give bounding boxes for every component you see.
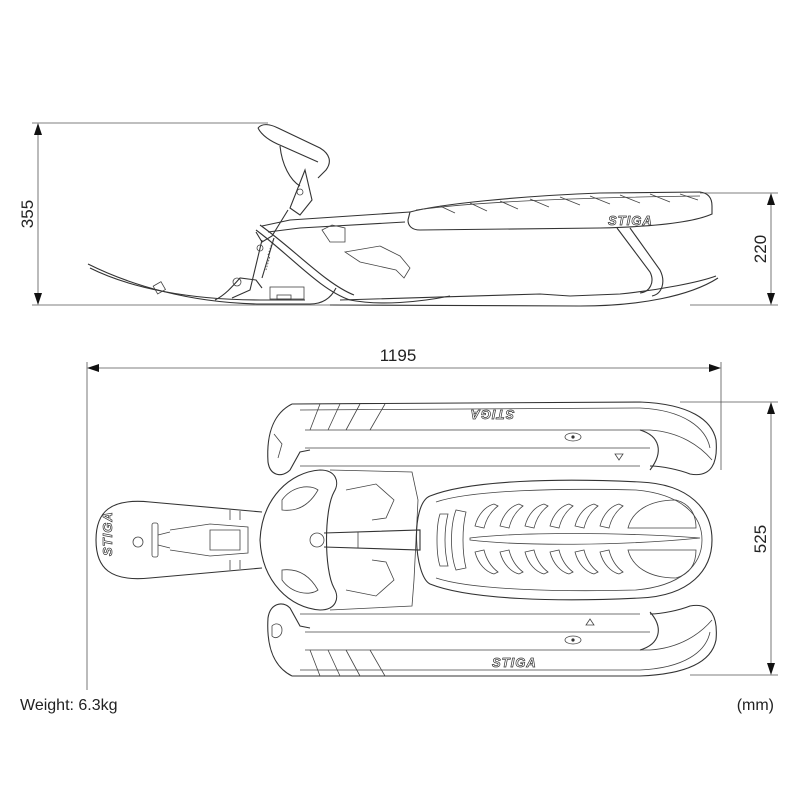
rear-runner [329,227,719,307]
arrow-right-icon [709,364,721,372]
frame-rail [255,211,451,304]
lower-runner: STIGA [267,603,717,677]
weight-info: Weight: 6.3kg [20,697,118,715]
upper-runner: STIGA [267,401,717,476]
dimension-seat-height: 220 [690,192,778,306]
arrow-down-icon [767,663,775,675]
arrow-up-icon [767,193,775,205]
weight-value: 6.3kg [78,697,118,714]
seat-body: STIGA [407,191,713,231]
front-ski [87,263,337,305]
units-label: (mm) [736,697,774,714]
steering-wheel-top [259,469,338,611]
height-220-label: 220 [751,235,770,263]
dimension-overall-height: 355 [18,122,330,306]
seat-pad-top [415,479,713,601]
side-view: 355 220 [18,122,778,307]
arrow-up-icon [767,402,775,414]
arrow-down-icon [34,293,42,305]
height-355-label: 355 [18,200,37,228]
dimension-overall-width: 525 [680,401,778,676]
dimension-overall-length: 1195 [86,346,722,690]
stiga-logo-side: STIGA [608,213,653,228]
stiga-logo-upper: STIGA [470,407,515,422]
stiga-logo-lower: STIGA [492,655,537,670]
length-1195-label: 1195 [380,346,417,365]
front-steering-ski: STIGA [95,500,263,580]
arrow-up-icon [34,123,42,135]
seat-frame [323,469,421,611]
arrow-down-icon [767,293,775,305]
weight-label: Weight: [20,697,74,714]
stiga-logo-ski: STIGA [100,511,115,556]
arrow-left-icon [87,364,99,372]
steering-assembly [214,124,330,301]
top-view: 1195 525 STIGA [86,346,778,690]
width-525-label: 525 [751,525,770,553]
